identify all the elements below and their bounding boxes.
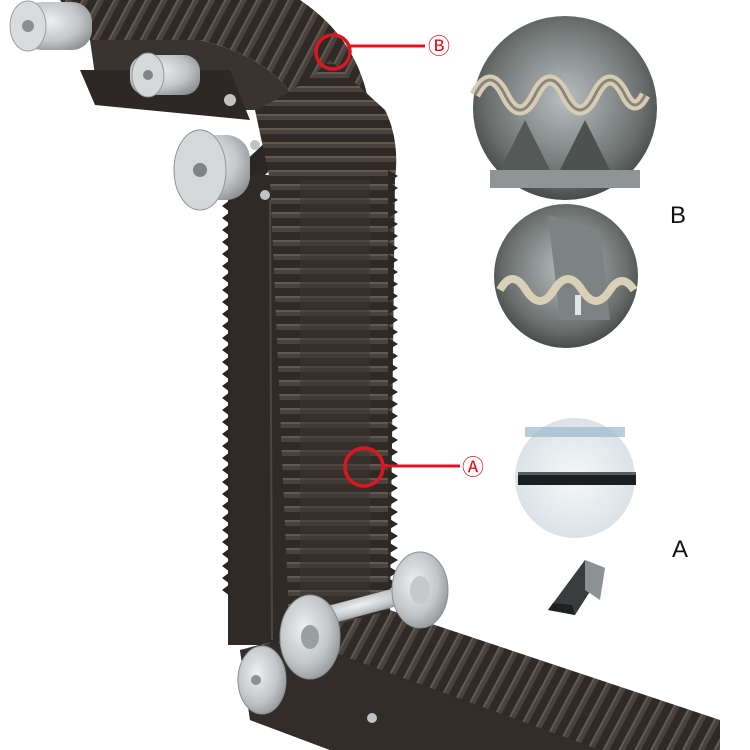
cleat-part-icon: [548, 560, 605, 615]
detail-b-cleat-closeup: [494, 204, 638, 348]
bend-pulley-lower: [173, 129, 270, 211]
callout-a: Ⓐ: [343, 446, 484, 488]
callout-a-label: Ⓐ: [462, 456, 484, 481]
detail-b-sidewall-closeup: [470, 16, 657, 200]
bottom-pulley-assembly: [237, 551, 449, 723]
top-left-roller: [9, 0, 92, 52]
detail-label-a: A: [672, 536, 689, 563]
callout-b-label: Ⓑ: [428, 35, 450, 60]
detail-label-b: B: [670, 202, 687, 229]
bend-pulley-upper: [130, 52, 236, 106]
callout-b: Ⓑ: [314, 33, 450, 71]
detail-a-belt-closeup: [515, 418, 636, 538]
